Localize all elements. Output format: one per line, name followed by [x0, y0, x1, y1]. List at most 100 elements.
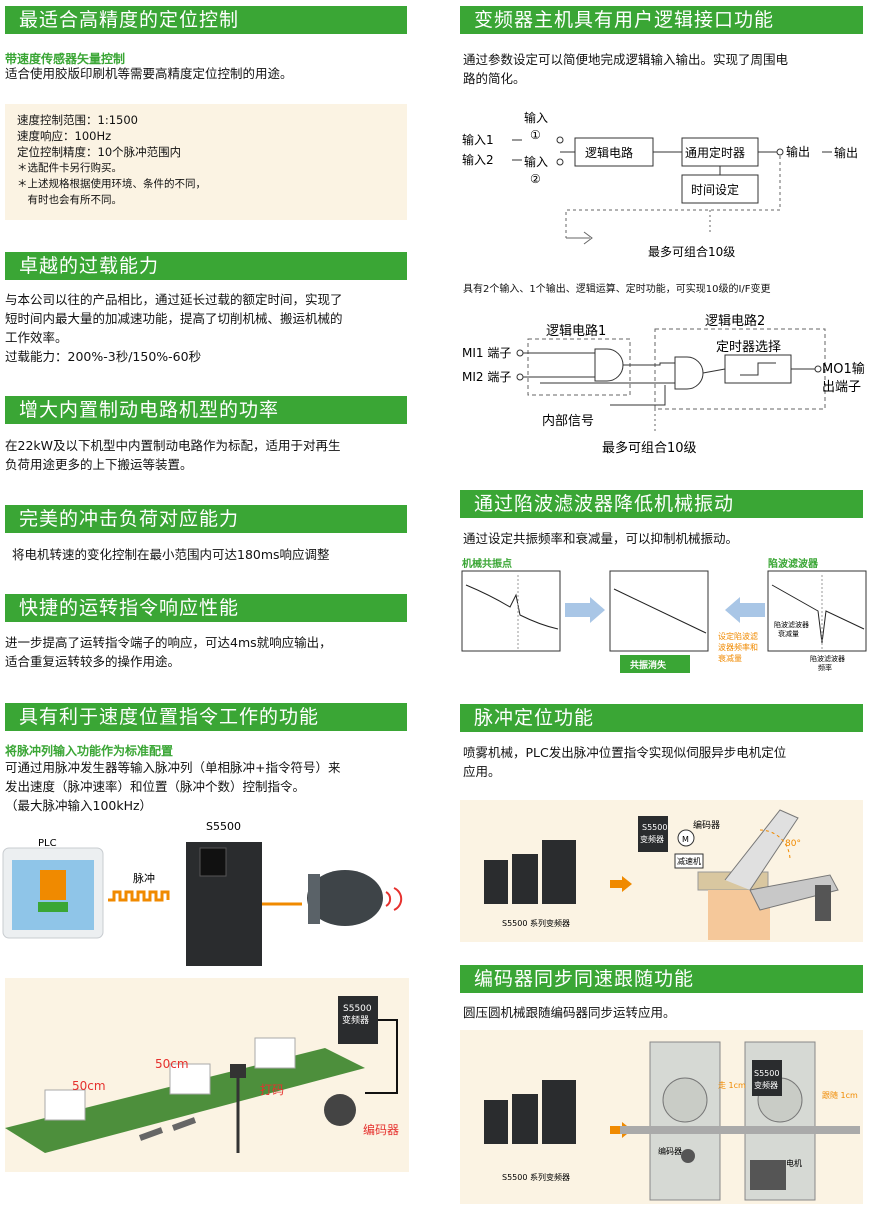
section-subtitle-vector-control: 带速度传感器矢量控制 — [5, 52, 126, 66]
text-line: 在22kW及以下机型中内置制动电路作为标配，适用于对再生 — [5, 438, 341, 453]
rotation-arrow — [385, 887, 403, 911]
wire — [702, 368, 726, 374]
box — [254, 1037, 296, 1069]
follow-label: 跟随 1cm — [822, 1090, 858, 1100]
logic-circuit1-label: 逻辑电路1 — [546, 323, 606, 339]
encoder-label: 编码器 — [363, 1122, 399, 1137]
plc-logo — [40, 870, 66, 900]
arrow-left — [725, 597, 765, 623]
angle-label: 80° — [785, 839, 801, 849]
inverter-box — [752, 1060, 782, 1096]
text-line: 路的简化。 — [463, 71, 526, 86]
mo1-label-a: MO1输 — [822, 361, 865, 377]
inverter-text: 变频器 — [754, 1080, 778, 1090]
series-label: S5500 系列变频器 — [502, 918, 570, 928]
reducer-label: 减速机 — [677, 856, 701, 866]
notch-att-2: 衰减量 — [778, 629, 799, 638]
output-label: 输出 — [786, 144, 810, 159]
text-line: 适合重复运转较多的操作用途。 — [5, 654, 181, 669]
pulse-illustration: PLC S5500 脉冲 — [2, 820, 403, 966]
cancel-badge — [620, 655, 690, 673]
section-title-positioning: 最适合高精度的定位控制 — [5, 6, 407, 34]
inverter-model: S5500 — [754, 1069, 779, 1078]
angle-arc — [759, 829, 791, 861]
inverter-text: 变频器 — [342, 1014, 369, 1026]
timer-symbol — [740, 362, 776, 376]
text-line: （最大脉冲输入100kHz） — [5, 798, 153, 813]
section-title-encoder-sync: 编码器同步同速跟随功能 — [460, 965, 863, 993]
logic-caption: 具有2个输入、1个输出、逻辑运算、定时功能，可实现10级的I/F变更 — [463, 284, 771, 295]
mi2-label: MI2 端子 — [462, 370, 511, 384]
text-line: 过载能力：200%-3秒/150%-60秒 — [5, 349, 202, 364]
text-line: 进一步提高了运转指令端子的响应，可达4ms就响应输出， — [5, 635, 332, 650]
inverter-box — [338, 996, 378, 1044]
combo-label-2: 最多可组合10级 — [602, 440, 697, 456]
logic-circuit1-frame — [527, 338, 631, 396]
text-line: 发出速度（脉冲速率）和位置（脉冲个数）控制指令。 — [5, 779, 306, 794]
arrow-right — [565, 597, 605, 623]
inverter-large — [542, 1080, 576, 1144]
and-gate-1 — [594, 348, 624, 382]
spec-line: 速度控制范围：1:1500 — [17, 113, 138, 127]
pulse-label: 脉冲 — [133, 871, 155, 885]
inverter-model: S5500 — [343, 1004, 372, 1014]
text-line: 与本公司以往的产品相比，通过延长过载的额定时间，实现了 — [5, 292, 343, 307]
roller-1 — [662, 1077, 708, 1123]
motor-block — [750, 1160, 786, 1190]
combo-label: 最多可组合10级 — [648, 244, 735, 259]
pulse-subtitle: 将脉冲列输入功能作为标准配置 — [5, 744, 174, 758]
timer-label: 通用定时器 — [685, 145, 745, 160]
resonance-curve — [465, 584, 559, 630]
encoder-cable — [365, 1019, 398, 1094]
encoder-wheel — [324, 1094, 356, 1126]
spec-box: 速度控制范围：1:1500 速度响应：100Hz 定位控制精度：10个脉冲范围内… — [5, 104, 407, 220]
distance-label-2: 50cm — [72, 1079, 106, 1093]
input-a-label: 输入 — [524, 110, 548, 125]
inverter-medium — [512, 854, 538, 904]
notch-illustration: 机械共振点 陷波滤波器 共振消失 设定陷波滤 波器频率和 衰减量 陷波滤波器 衰… — [461, 557, 867, 673]
input-b-label: 输入 — [524, 154, 548, 169]
logic-circuit2-label: 逻辑电路2 — [705, 313, 765, 329]
and-gate-2 — [674, 356, 704, 390]
motor-label: M — [682, 835, 689, 844]
plc-logo-strip — [38, 902, 68, 912]
web-strip — [620, 1126, 860, 1134]
logic-diagram-2: 逻辑电路1 逻辑电路2 MI1 端子 MI2 端子 定时器选择 MO1输 出端子… — [462, 313, 865, 456]
terminal — [776, 148, 784, 156]
brake-text: 在22kW及以下机型中内置制动电路作为标配，适用于对再生 负荷用途更多的上下搬运… — [5, 436, 410, 474]
terminal — [556, 158, 564, 166]
logic-circuit-box — [574, 137, 654, 167]
result-chart — [609, 570, 709, 652]
response-text: 进一步提高了运转指令端子的响应，可达4ms就响应输出， 适合重复运转较多的操作用… — [5, 633, 410, 671]
spray-arm — [724, 809, 799, 891]
motor-label: 电机 — [786, 1158, 802, 1168]
notch-text: 通过设定共振频率和衰减量，可以抑制机械振动。 — [463, 531, 739, 546]
inverter-model: S5500 — [642, 823, 667, 832]
resonance-label: 机械共振点 — [462, 557, 512, 570]
motor-body — [307, 870, 383, 926]
text-line: 工作效率。 — [5, 330, 68, 345]
spray-nozzle — [815, 885, 831, 921]
internal-signal-label: 内部信号 — [542, 413, 594, 429]
section-title-impact-load: 完美的冲击负荷对应能力 — [5, 505, 407, 533]
section-title-pulse-position: 脉冲定位功能 — [460, 704, 863, 732]
spray-illustration: 编码器 S5500 变频器 M 减速机 80° S5500 系列变频器 — [460, 800, 863, 942]
terminal — [516, 373, 524, 381]
section-title-command-response: 快捷的运转指令响应性能 — [5, 594, 407, 622]
logic-diagram-1: 输入1 输入2 输入 ① 输入 ② 逻辑电路 通用定时器 时间设定 输出 输出 … — [462, 110, 858, 259]
conveyor-belt — [5, 1048, 365, 1153]
section-title-overload: 卓越的过载能力 — [5, 252, 407, 280]
input-b-number: ② — [530, 172, 541, 186]
encoder-label: 编码器 — [658, 1146, 682, 1156]
model-label: S5500 — [206, 820, 241, 833]
print-label: 打码 — [260, 1083, 284, 1097]
internal-signal-wire — [610, 385, 666, 406]
logic-circuit2-frame — [654, 328, 826, 410]
inverter-text: 变频器 — [640, 834, 664, 844]
spray-arm-2 — [749, 874, 839, 911]
notch-freq-1: 陷波滤波器 — [810, 654, 845, 663]
input2-label: 输入2 — [462, 152, 494, 167]
setting-label-2: 波器频率和 — [718, 642, 758, 652]
motion-arrows — [138, 1117, 197, 1141]
motor-end — [308, 874, 320, 924]
